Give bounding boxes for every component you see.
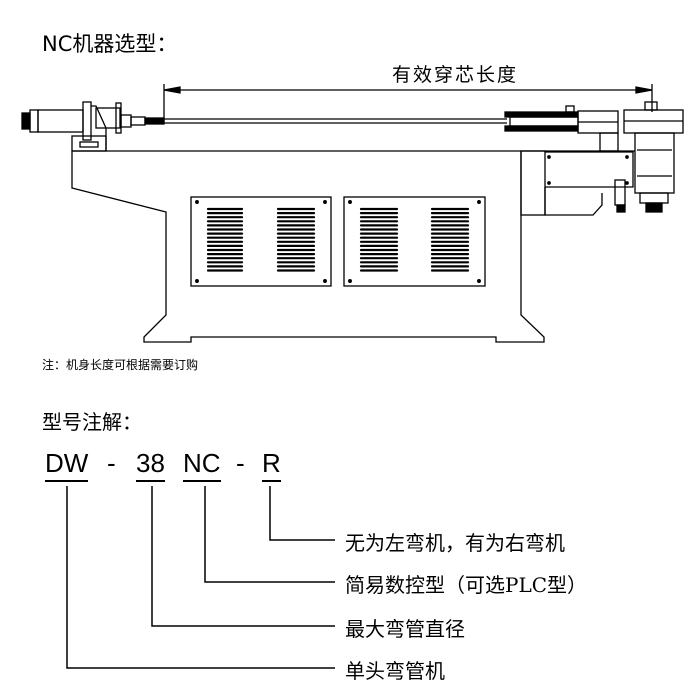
length-note: 注：机身长度可根据需要订购 bbox=[42, 358, 199, 372]
desc-r: 无为左弯机，有为右弯机 bbox=[345, 531, 565, 555]
model-heading: 型号注解： bbox=[42, 410, 142, 434]
mandrel-rod bbox=[164, 118, 507, 124]
feed-cylinder bbox=[21, 101, 165, 152]
model-code-r: R bbox=[262, 448, 281, 482]
panel-screw bbox=[195, 200, 199, 204]
panel-screw bbox=[477, 200, 481, 204]
model-code-nc: NC bbox=[183, 448, 221, 482]
desc-diameter: 最大弯管直径 bbox=[345, 617, 465, 641]
page-title: NC机器选型： bbox=[42, 32, 178, 56]
panel-screw bbox=[348, 279, 352, 283]
vent-panel-left bbox=[190, 196, 332, 287]
bending-head bbox=[504, 101, 684, 213]
desc-nc: 简易数控型（可选PLC型） bbox=[345, 573, 588, 597]
vent-louvers bbox=[206, 207, 470, 272]
model-separator: - bbox=[107, 448, 116, 478]
panel-screw bbox=[323, 279, 327, 283]
model-code-diameter: 38 bbox=[136, 448, 165, 482]
desc-dw: 单头弯管机 bbox=[345, 659, 445, 683]
vent-panel-right bbox=[343, 196, 486, 287]
panel-screw bbox=[323, 200, 327, 204]
dimension-label: 有效穿芯长度 bbox=[392, 64, 519, 86]
panel-screw bbox=[477, 279, 481, 283]
panel-screw bbox=[348, 200, 352, 204]
dimension-line bbox=[163, 84, 653, 122]
panel-screw bbox=[195, 279, 199, 283]
model-leader-lines bbox=[66, 486, 335, 669]
model-code-dw: DW bbox=[45, 448, 89, 482]
machine-body bbox=[71, 150, 635, 343]
model-separator: - bbox=[236, 448, 245, 478]
